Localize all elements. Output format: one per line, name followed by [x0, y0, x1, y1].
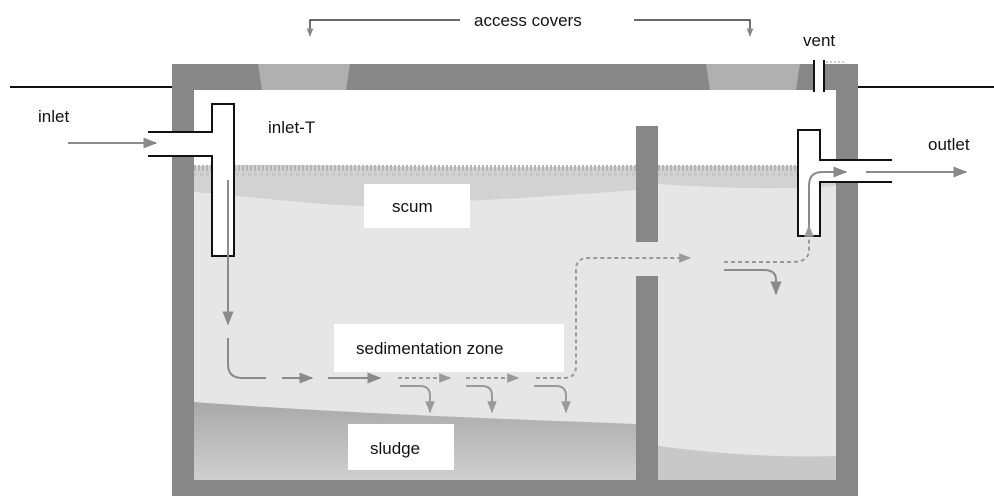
baffle-wall-upper [636, 126, 658, 242]
scum-label-box [364, 184, 470, 228]
sedimentation-flow-curve [227, 338, 266, 379]
vent-label: vent [803, 31, 835, 50]
settling-arrow-2 [466, 385, 497, 414]
vent-pipe [814, 60, 824, 94]
sedimentation-zone-label-box [334, 324, 564, 372]
access-cover-left [258, 64, 350, 90]
sludge-layer-right [658, 446, 836, 480]
access-covers-leader-left [306, 19, 460, 37]
scum-label: scum [392, 197, 433, 216]
access-covers-label: access covers [474, 11, 582, 30]
outlet-label: outlet [928, 135, 970, 154]
sludge-label: sludge [370, 439, 420, 458]
air-space [194, 90, 836, 168]
outlet-t-flow-arrow [808, 166, 848, 228]
right-chamber-flow-up [724, 224, 814, 263]
right-chamber-settling-arrow [724, 269, 782, 296]
sedimentation-zone-label: sedimentation zone [356, 339, 503, 358]
inlet-t-label: inlet-T [268, 118, 315, 137]
scum-layer-right [658, 166, 836, 189]
inlet-pipe-fill [148, 132, 212, 156]
access-covers-leader-right [634, 19, 754, 37]
baffle-wall-lower [636, 276, 658, 480]
inlet-t-fill [212, 104, 234, 256]
inlet-t-outline [148, 103, 235, 257]
baffle-flow-path [536, 253, 692, 379]
outlet-t-outline [797, 129, 892, 237]
inlet-label: inlet [38, 107, 69, 126]
access-cover-right [706, 64, 800, 90]
settling-arrow-1 [400, 385, 435, 414]
sludge-label-box [348, 424, 454, 470]
settling-arrow-3 [534, 385, 571, 414]
